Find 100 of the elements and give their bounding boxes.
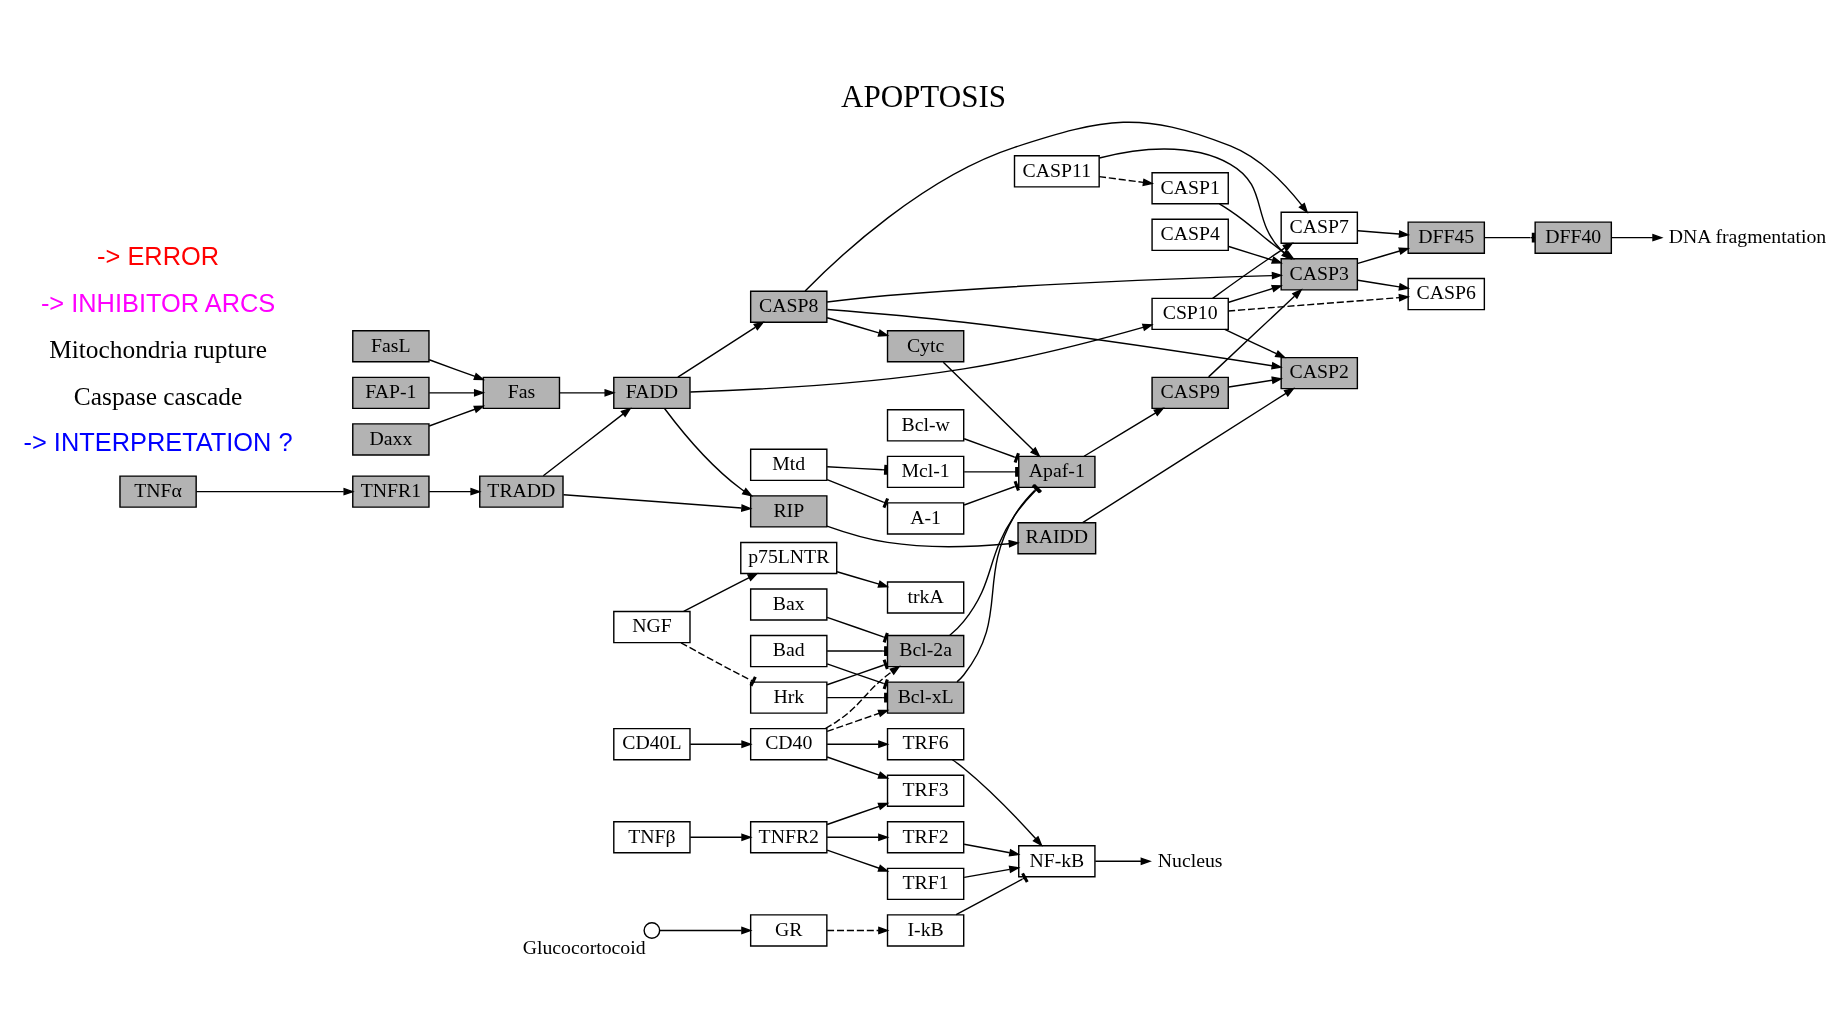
diagram-title: APOPTOSIS — [841, 78, 1006, 114]
arrow — [826, 709, 890, 732]
node-box: CASP8 — [749, 290, 828, 323]
node-box: TRF2 — [886, 820, 965, 854]
node-box: FADD — [613, 376, 691, 409]
node-box: TRF3 — [886, 774, 965, 807]
node-box: Cytc — [886, 329, 965, 363]
label: -> INHIBITOR ARCS — [40, 288, 276, 317]
arrow — [836, 570, 890, 588]
node-box: FasL — [352, 329, 430, 363]
arrow — [428, 388, 486, 397]
arrow — [826, 755, 890, 779]
node-box: trkA — [886, 580, 965, 614]
arrow — [428, 405, 486, 427]
arrow — [1357, 279, 1411, 291]
arrow — [826, 308, 1283, 370]
node-box: p75LNTR — [740, 541, 838, 574]
arrow — [195, 487, 355, 496]
arrow — [1228, 375, 1284, 388]
node-box: Fas — [482, 376, 561, 409]
arrow — [826, 524, 1020, 548]
arrow — [1224, 328, 1287, 358]
connector — [963, 437, 1020, 463]
node-box: RIP — [749, 494, 828, 528]
arrow — [963, 843, 1021, 857]
arrow — [689, 832, 753, 841]
arrow — [826, 316, 890, 337]
arrow — [1207, 288, 1303, 378]
node-box: FAP-1 — [352, 376, 430, 409]
node-box: NGF — [613, 610, 691, 643]
arrow — [428, 358, 486, 380]
node-box: CD40L — [613, 727, 691, 760]
arrow — [689, 739, 753, 748]
arrow — [1083, 406, 1165, 457]
arrow — [428, 487, 482, 496]
node-box: TRADD — [479, 474, 564, 508]
node-box: I-kB — [886, 913, 965, 947]
arrow — [826, 739, 890, 748]
node-box: CSP10 — [1151, 297, 1229, 330]
node-box: CASP11 — [1013, 154, 1100, 188]
arrow — [1610, 233, 1664, 242]
node-box: CASP9 — [1151, 376, 1229, 409]
arrow — [963, 865, 1021, 878]
arrow — [942, 361, 1041, 458]
arrow — [826, 271, 1284, 303]
label: Mitochondria rupture — [49, 334, 267, 363]
arrow — [826, 925, 890, 934]
arrow — [659, 925, 753, 934]
node-box: CASP6 — [1407, 277, 1486, 310]
arrow — [804, 121, 1309, 292]
node-box: DFF45 — [1407, 220, 1486, 254]
node-text: Nucleus — [1157, 848, 1223, 871]
arrow — [1228, 284, 1283, 303]
node-box: RAIDD — [1017, 521, 1097, 554]
arrow — [663, 407, 754, 497]
label: -> INTERPRETATION ? — [23, 427, 293, 456]
node-box: CASP1 — [1151, 171, 1229, 204]
node-box: TRF1 — [886, 867, 965, 900]
node-box: DFF40 — [1534, 220, 1613, 254]
arrow — [1228, 245, 1283, 264]
arrow — [951, 758, 1043, 847]
label: -> ERROR — [97, 241, 220, 270]
node-label: Glucocortocoid — [522, 935, 646, 958]
node-box: CASP7 — [1280, 211, 1359, 244]
node-box: Bax — [749, 587, 828, 621]
node-box: TRF6 — [886, 727, 965, 760]
node-box: Daxx — [352, 422, 430, 456]
arrow — [562, 493, 753, 512]
node-circle — [643, 921, 661, 939]
arrow — [559, 388, 616, 397]
node-box: A-1 — [886, 501, 965, 535]
node-box: TNFα — [119, 474, 197, 508]
node-box: Bcl-w — [886, 408, 965, 442]
arrow — [1227, 293, 1411, 312]
arrow — [826, 848, 890, 872]
node-box: Mcl-1 — [886, 455, 965, 488]
arrow — [542, 406, 632, 476]
node-box: CASP4 — [1151, 218, 1229, 251]
node-box: Apaf-1 — [1018, 455, 1096, 488]
node-box: CASP2 — [1280, 356, 1359, 389]
arrow — [1081, 387, 1296, 523]
node-box: Bad — [749, 634, 828, 667]
label: Caspase cascade — [73, 381, 243, 410]
arrow — [1357, 229, 1411, 238]
arrow — [677, 320, 765, 378]
arrow — [1357, 246, 1411, 264]
arrow — [824, 665, 901, 729]
arrow — [1098, 175, 1155, 186]
connector — [826, 616, 889, 643]
node-box: CASP3 — [1280, 257, 1359, 291]
node-box: CD40 — [749, 727, 828, 760]
node-box: Mtd — [749, 448, 828, 481]
node-box: TNFβ — [613, 820, 691, 854]
arrow — [826, 802, 890, 825]
arrow — [1094, 856, 1152, 865]
arrow — [682, 572, 759, 612]
node-text: DNA fragmentation — [1668, 224, 1827, 247]
node-box: GR — [749, 913, 828, 947]
connector — [955, 872, 1029, 915]
node-box: TNFR1 — [352, 474, 430, 508]
